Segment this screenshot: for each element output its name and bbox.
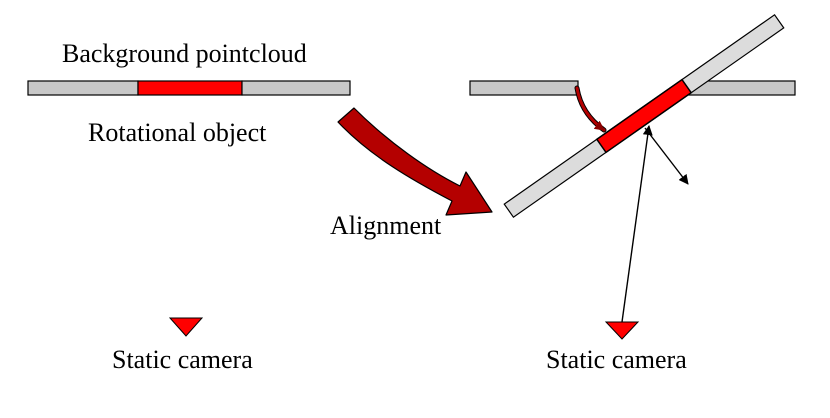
background-pointcloud-label: Background pointcloud <box>62 39 307 68</box>
rotational-object-segment <box>137 80 243 96</box>
camera-left-icon <box>168 317 204 337</box>
left-pointcloud-bar <box>27 80 351 96</box>
camera-right-icon <box>604 321 640 340</box>
static-camera-right-label: Static camera <box>546 345 687 374</box>
rotational-object-label: Rotational object <box>88 118 267 147</box>
small-rotation-arrow-icon <box>574 85 607 133</box>
rotated-object-bar <box>503 13 785 219</box>
camera-ray-arrow-icon <box>615 125 653 332</box>
alignment-label: Alignment <box>330 211 442 240</box>
alignment-arrow-icon <box>337 107 493 216</box>
static-camera-left-label: Static camera <box>112 345 253 374</box>
small-rotation-arrow-fill <box>575 86 606 132</box>
background-segment-right <box>241 80 351 96</box>
background-segment-left <box>27 80 139 96</box>
normal-vector-arrow-icon <box>644 127 689 185</box>
background-segment-right-scene-left <box>469 80 579 96</box>
rotated-rotational-object <box>595 78 693 154</box>
